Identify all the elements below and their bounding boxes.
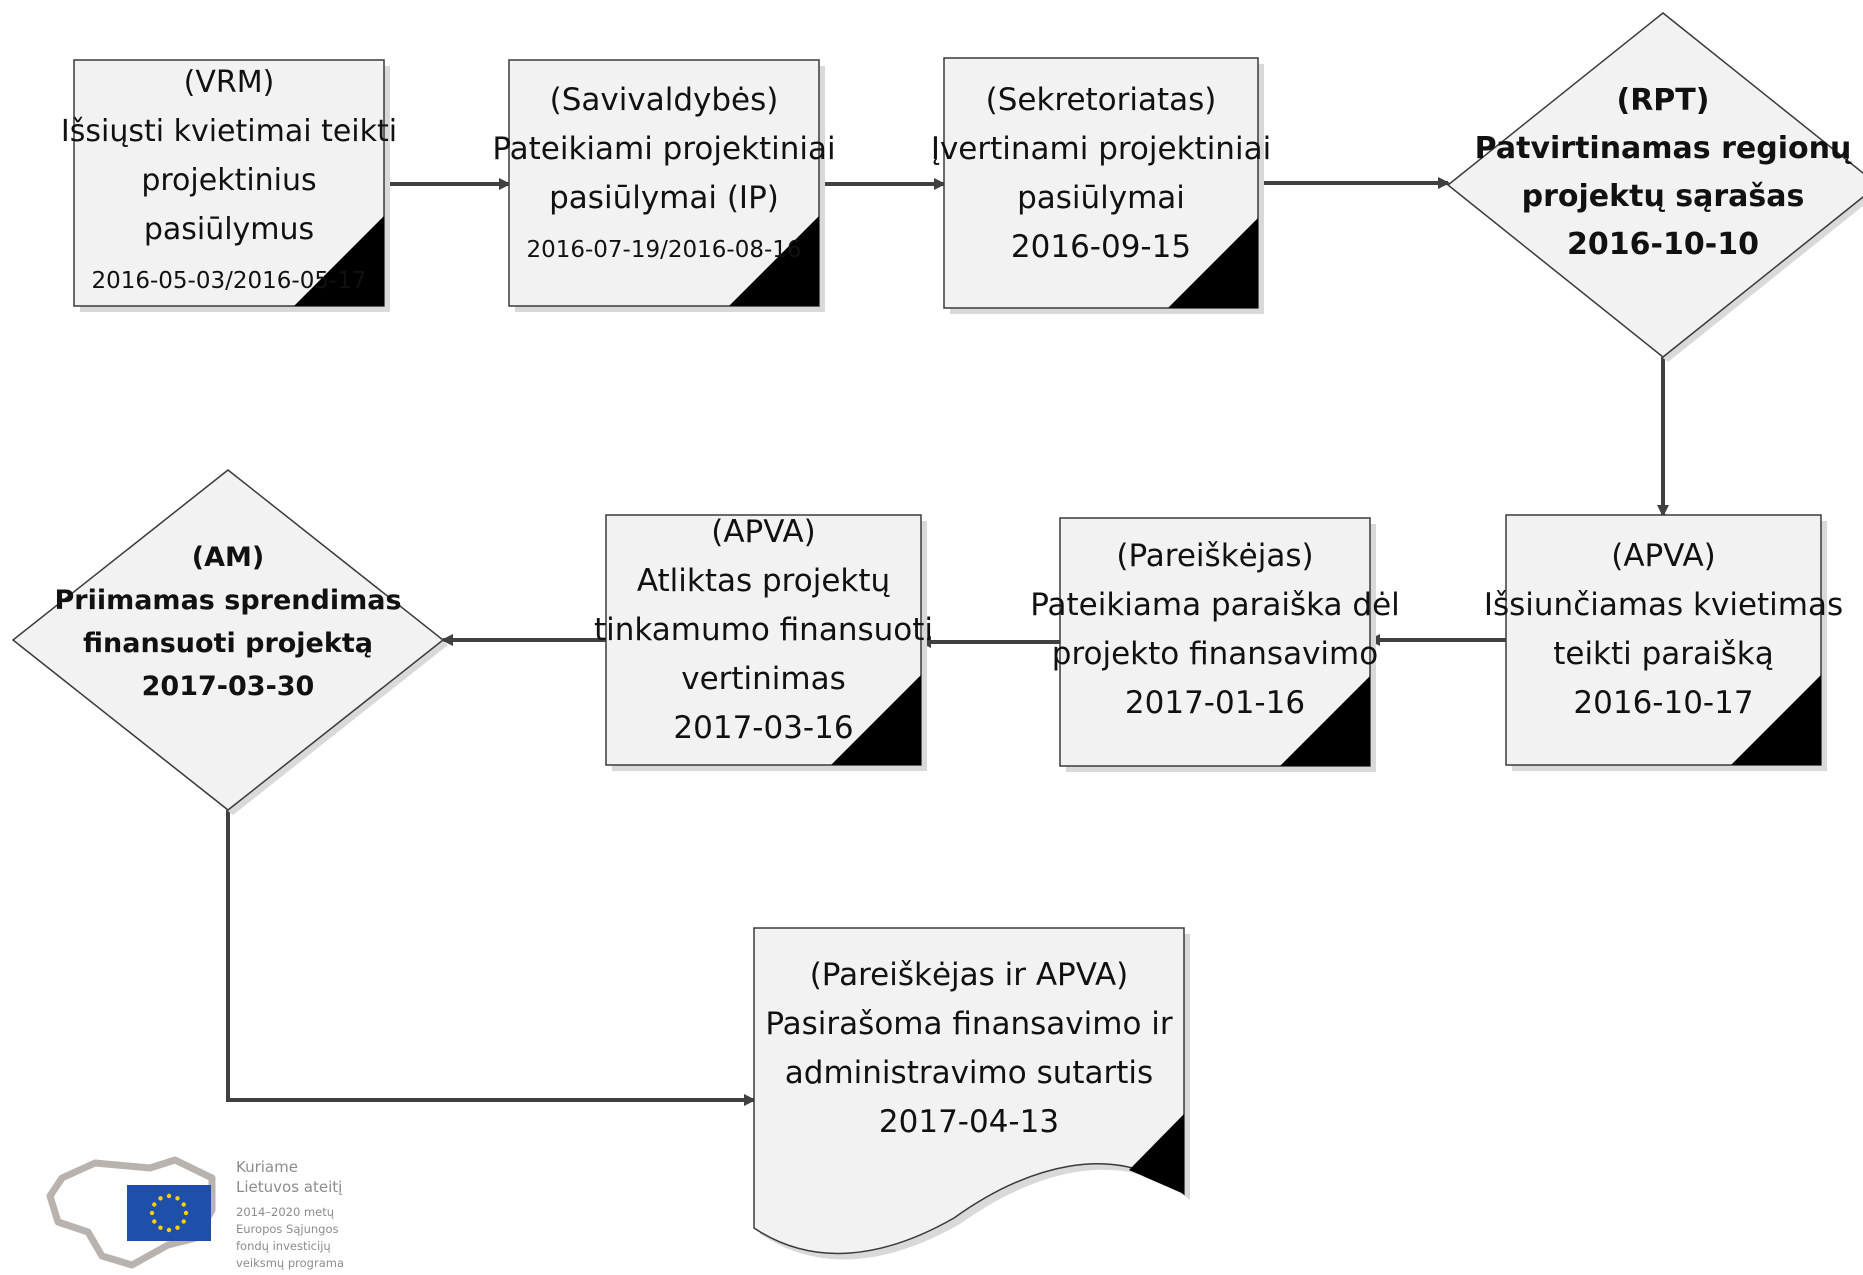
corner-mark — [1280, 676, 1370, 766]
node-description-line: Įvertinami projektiniai — [931, 131, 1271, 167]
node-description-line: pasiūlymai — [1017, 180, 1185, 216]
process-box — [1505, 514, 1822, 766]
node-description-line: pasiūlymai (IP) — [549, 180, 779, 216]
node-description-line: Patvirtinamas regionų — [1475, 131, 1852, 166]
eu-star-icon — [152, 1202, 157, 1207]
node-description-line: Pasirašoma finansavimo ir — [765, 1006, 1173, 1042]
eu-star-icon — [152, 1219, 157, 1224]
node-actor-label: (Pareiškėjas ir APVA) — [810, 957, 1129, 993]
node-description-line: finansuoti projektą — [83, 628, 373, 659]
process-box — [943, 57, 1259, 309]
node-description-line: pasiūlymus — [144, 212, 314, 247]
node-actor-label: (Sekretoriatas) — [986, 82, 1217, 118]
eu-star-icon — [166, 1193, 172, 1199]
flow-node-9: (Pareiškėjas ir APVA) Pasirašoma finansav… — [753, 927, 1190, 1260]
flow-nodes: (VRM) Išsiųsti kvietimai teikti projektini… — [11, 12, 1863, 1260]
process-box — [508, 59, 820, 307]
node-date-label: 2017-03-30 — [142, 671, 315, 702]
eu-star-icon — [183, 1210, 189, 1216]
eu-flag-icon — [127, 1185, 211, 1241]
node-actor-label: (APVA) — [711, 514, 816, 550]
node-description-line: administravimo sutartis — [785, 1055, 1153, 1091]
corner-mark — [729, 216, 819, 306]
node-description-line: Išsiųsti kvietimai teikti — [61, 114, 397, 149]
node-date-label: 2016-09-15 — [1011, 229, 1191, 265]
logo-program-line: veiksmų programa — [236, 1256, 344, 1270]
eu-star-icon — [158, 1225, 163, 1230]
eu-star-icon — [181, 1202, 186, 1207]
process-box — [1059, 517, 1371, 767]
process-box — [73, 59, 385, 307]
node-date-label: 2016-05-03/2016-05-17 — [91, 268, 366, 294]
node-description-line: Išsiunčiamas kvietimas — [1484, 587, 1843, 623]
decision-diamond — [11, 469, 445, 811]
corner-mark — [1731, 675, 1821, 765]
flow-node-7: (APVA) Atliktas projektų tinkamumo finansu… — [594, 514, 933, 771]
flow-node-4: (RPT) Patvirtinamas regionų projektų sąraš… — [1446, 12, 1863, 362]
corner-mark — [1168, 218, 1258, 308]
eu-star-icon — [166, 1227, 172, 1233]
node-date-label: 2016-07-19/2016-08-16 — [526, 237, 801, 263]
node-description-line: projekto finansavimo — [1052, 636, 1378, 672]
eu-star-icon — [149, 1210, 155, 1216]
logo-program-line: fondų investicijų — [236, 1239, 331, 1253]
node-actor-label: (VRM) — [184, 65, 275, 100]
lithuania-map-icon — [46, 1156, 216, 1269]
corner-mark — [1129, 1114, 1184, 1194]
logo-program-line: 2014–2020 metų — [236, 1205, 335, 1219]
logo-slogan-line: Kuriame — [236, 1158, 298, 1176]
node-date-label: 2017-04-13 — [879, 1104, 1059, 1140]
corner-mark — [831, 675, 921, 765]
logo-slogan-line: Lietuvos ateitį — [236, 1178, 342, 1196]
flow-node-6: (Pareiškėjas) Pateikiama paraiška dėl proj… — [1030, 517, 1400, 772]
corner-mark — [294, 216, 384, 306]
process-box — [605, 514, 922, 766]
node-date-label: 2017-01-16 — [1125, 685, 1305, 721]
node-description-line: Pateikiama paraiška dėl — [1030, 587, 1400, 623]
node-actor-label: (RPT) — [1617, 83, 1710, 118]
node-date-label: 2016-10-17 — [1573, 685, 1753, 721]
node-actor-label: (Pareiškėjas) — [1116, 538, 1313, 574]
eu-star-icon — [158, 1196, 163, 1201]
node-date-label: 2016-10-10 — [1567, 227, 1759, 262]
eu-star-icon — [175, 1225, 180, 1230]
flow-node-2: (Savivaldybės) Pateikiami projektiniai pas… — [492, 59, 836, 312]
node-actor-label: (Savivaldybės) — [550, 82, 779, 118]
eu-star-icon — [175, 1196, 180, 1201]
node-actor-label: (APVA) — [1611, 538, 1716, 574]
node-description-line: Atliktas projektų — [637, 563, 891, 599]
eu-star-icon — [181, 1219, 186, 1224]
logo-program-line: Europos Sąjungos — [236, 1222, 339, 1236]
node-description-line: Pateikiami projektiniai — [492, 131, 835, 167]
arrow-n8-to-n9 — [226, 810, 756, 1106]
node-description-line: projektinius — [141, 163, 316, 198]
node-description-line: Priimamas sprendimas — [54, 585, 401, 616]
flow-node-5: (APVA) Išsiunčiamas kvietimas teikti parai… — [1484, 514, 1843, 771]
node-description-line: teikti paraišką — [1553, 636, 1774, 672]
flow-node-8: (AM) Priimamas sprendimas finansuoti proje… — [11, 469, 448, 815]
flow-node-1: (VRM) Išsiųsti kvietimai teikti projektini… — [61, 59, 397, 312]
node-description-line: projektų sąrašas — [1522, 179, 1805, 214]
flow-node-3: (Sekretoriatas) Įvertinami projektiniai pa… — [931, 57, 1271, 314]
node-description-line: tinkamumo finansuoti — [594, 612, 933, 648]
node-actor-label: (AM) — [192, 542, 264, 573]
connectors — [226, 177, 1669, 1106]
decision-diamond — [1446, 12, 1863, 358]
node-date-label: 2017-03-16 — [673, 710, 853, 746]
node-description-line: vertinimas — [681, 661, 846, 697]
